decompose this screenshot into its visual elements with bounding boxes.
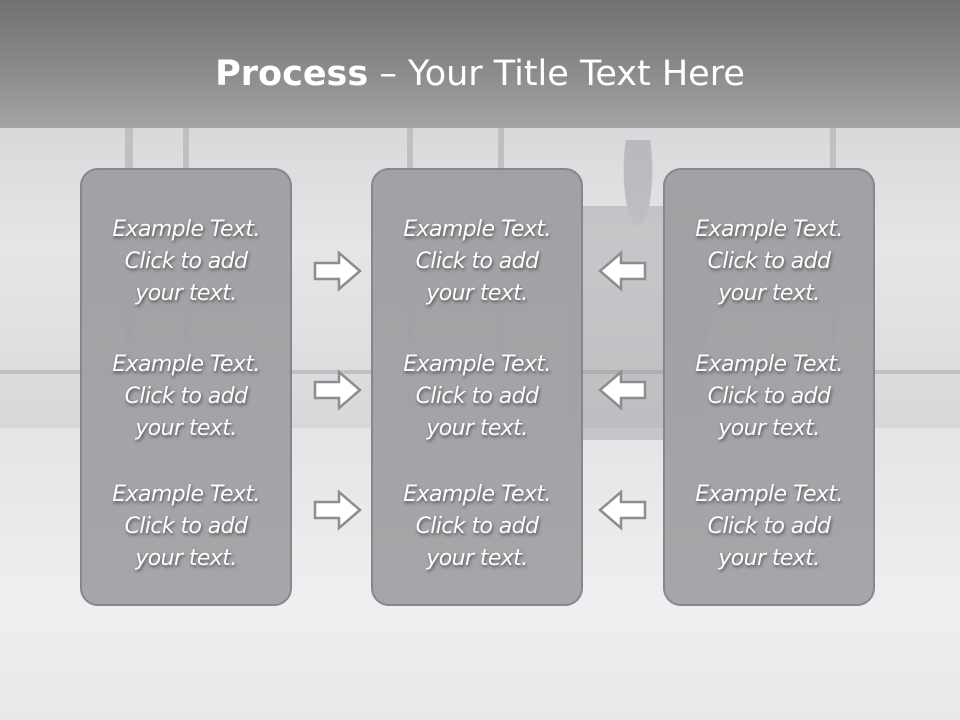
title-bar [0, 0, 960, 128]
text-line: Example Text. [112, 352, 260, 377]
slide-title[interactable]: Process – Your Title Text Here [0, 52, 960, 96]
text-line: your text. [426, 281, 528, 306]
text-line: Click to add [415, 384, 539, 409]
text-placeholder[interactable]: Example Text. Click to add your text. [82, 479, 290, 575]
text-line: your text. [718, 546, 820, 571]
text-line: Click to add [124, 514, 248, 539]
right-arrow-icon[interactable] [313, 489, 363, 531]
left-arrow-icon[interactable] [597, 369, 647, 411]
text-line: Example Text. [403, 482, 551, 507]
left-arrow-icon[interactable] [597, 489, 647, 531]
text-placeholder[interactable]: Example Text. Click to add your text. [665, 479, 873, 575]
text-placeholder[interactable]: Example Text. Click to add your text. [665, 349, 873, 445]
title-rest-text: – Your Title Text Here [368, 54, 745, 94]
text-placeholder[interactable]: Example Text. Click to add your text. [82, 214, 290, 310]
process-box-middle[interactable]: Example Text. Click to add your text. Ex… [371, 168, 583, 606]
text-line: Example Text. [403, 352, 551, 377]
text-line: Click to add [707, 384, 831, 409]
process-box-left[interactable]: Example Text. Click to add your text. Ex… [80, 168, 292, 606]
text-line: Click to add [124, 249, 248, 274]
title-bold-text: Process [215, 54, 369, 94]
left-arrow-icon[interactable] [597, 250, 647, 292]
process-box-right[interactable]: Example Text. Click to add your text. Ex… [663, 168, 875, 606]
text-placeholder[interactable]: Example Text. Click to add your text. [665, 214, 873, 310]
text-line: your text. [426, 416, 528, 441]
text-line: your text. [718, 281, 820, 306]
text-line: Example Text. [112, 482, 260, 507]
text-line: Click to add [707, 514, 831, 539]
right-arrow-icon[interactable] [313, 250, 363, 292]
text-line: Click to add [415, 514, 539, 539]
text-line: Example Text. [695, 217, 843, 242]
text-line: Example Text. [112, 217, 260, 242]
text-placeholder[interactable]: Example Text. Click to add your text. [373, 479, 581, 575]
text-placeholder[interactable]: Example Text. Click to add your text. [373, 349, 581, 445]
text-placeholder[interactable]: Example Text. Click to add your text. [373, 214, 581, 310]
text-line: your text. [718, 416, 820, 441]
text-line: your text. [135, 546, 237, 571]
text-line: Click to add [707, 249, 831, 274]
text-line: Example Text. [695, 482, 843, 507]
text-line: Click to add [124, 384, 248, 409]
text-line: Example Text. [403, 217, 551, 242]
text-line: your text. [135, 281, 237, 306]
text-line: Click to add [415, 249, 539, 274]
text-line: your text. [135, 416, 237, 441]
text-line: Example Text. [695, 352, 843, 377]
text-line: your text. [426, 546, 528, 571]
text-placeholder[interactable]: Example Text. Click to add your text. [82, 349, 290, 445]
right-arrow-icon[interactable] [313, 369, 363, 411]
